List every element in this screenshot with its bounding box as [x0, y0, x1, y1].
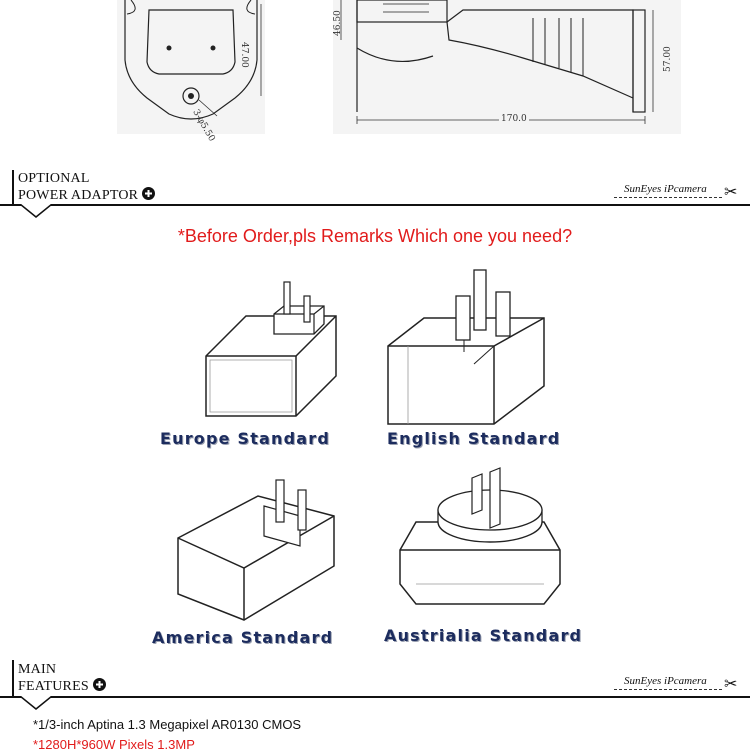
america-standard-label: America Standard: [152, 628, 334, 647]
brand-dashed-line: [614, 689, 722, 691]
dimension-depth-label: 57.00: [663, 46, 673, 72]
section-title-line1: MAIN: [18, 662, 57, 677]
europe-standard-label: Europe Standard: [160, 429, 331, 448]
feature-item: *1280H*960W Pixels 1.3MP: [33, 737, 195, 752]
dimension-side-height-label: 46.50: [333, 10, 343, 36]
section-title-line2: FEATURES: [18, 678, 106, 695]
section-accent-bar: [12, 660, 14, 696]
section-divider: [0, 696, 750, 698]
brand-label: SunEyes iPcamera: [624, 183, 707, 195]
english-plug-illustration: [387, 269, 545, 425]
section-accent-bar: [12, 170, 14, 204]
english-standard-label: English Standard: [387, 429, 561, 448]
bracket-front-outline: [124, 0, 262, 120]
chevron-down-icon: [20, 204, 52, 218]
feature-item: *1/3-inch Aptina 1.3 Megapixel AR0130 CM…: [33, 717, 302, 732]
scissors-icon: ✂: [724, 676, 738, 693]
australia-standard-label: Austrialia Standard: [384, 626, 583, 645]
bracket-front-drawing: 47.00 3-φ5.50: [117, 0, 265, 143]
dimension-height-label: 47.00: [239, 42, 249, 68]
brand-dashed-line: [614, 197, 722, 199]
plus-circle-icon: [141, 187, 155, 200]
dimension-length-label: 170.0: [499, 114, 529, 124]
section-title-text: FEATURES: [18, 679, 89, 694]
bracket-side-drawing: 46.50 170.0 57.00: [333, 0, 681, 134]
order-remark-notice: *Before Order,pls Remarks Which one you …: [177, 226, 573, 246]
brand-label: SunEyes iPcamera: [624, 675, 707, 687]
section-divider: [0, 204, 750, 206]
section-title-line1: OPTIONAL: [18, 171, 90, 186]
scissors-icon: ✂: [724, 184, 738, 201]
section-title-text: POWER ADAPTOR: [18, 188, 139, 203]
chevron-down-icon: [20, 696, 52, 710]
australia-plug-illustration: [399, 467, 561, 605]
europe-plug-illustration: [205, 281, 337, 417]
america-plug-illustration: [177, 479, 335, 621]
plus-circle-icon: [92, 678, 106, 691]
section-title-line2: POWER ADAPTOR: [18, 187, 155, 204]
